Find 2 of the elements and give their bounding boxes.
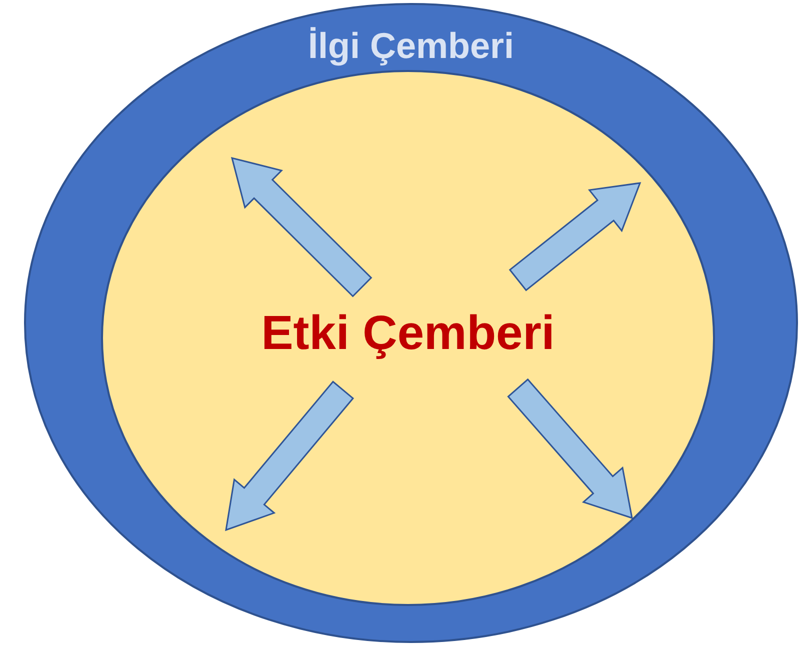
circle-title: Etki Çemberi xyxy=(261,306,555,361)
circle-title: İlgi Çemberi xyxy=(308,25,514,67)
